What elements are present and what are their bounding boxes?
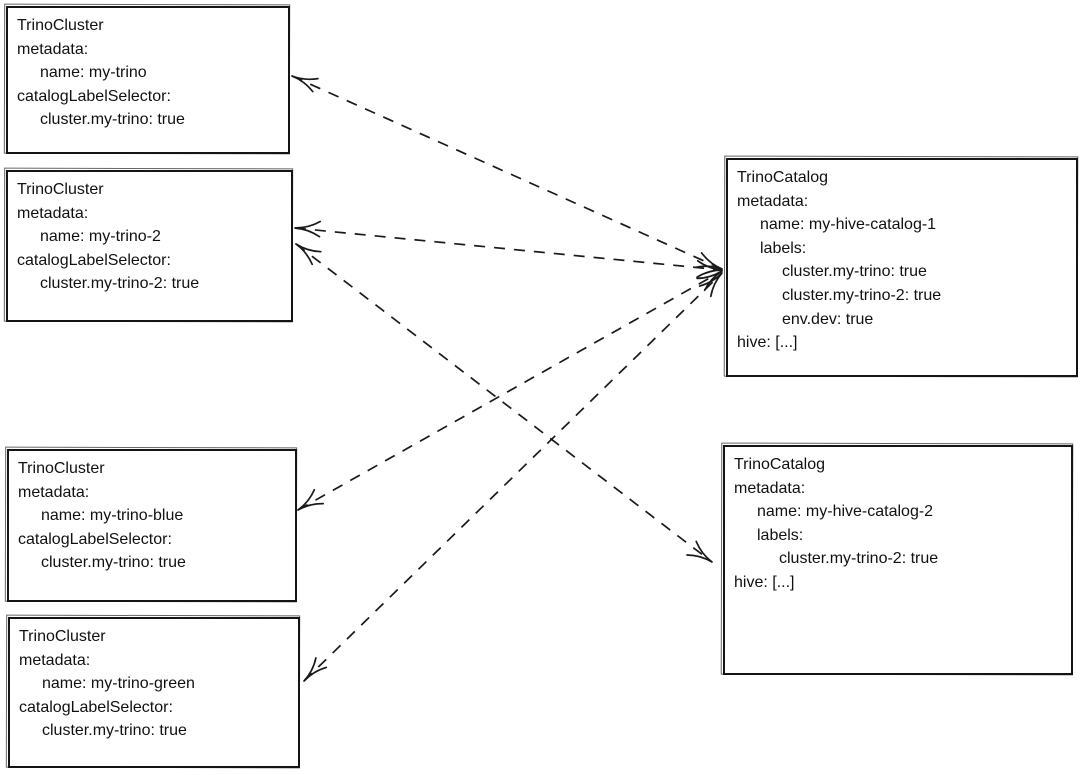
- yaml-line: cluster.my-trino: true: [42, 722, 187, 740]
- yaml-line: name: my-hive-catalog-2: [757, 503, 934, 521]
- yaml-line: catalogLabelSelector:: [19, 698, 173, 716]
- arrowhead: [297, 488, 325, 511]
- yaml-line: cluster.my-trino-2: true: [782, 286, 942, 304]
- yaml-line: metadata:: [19, 651, 91, 669]
- yaml-line: name: my-trino-green: [42, 675, 195, 693]
- yaml-line: name: my-trino-blue: [41, 507, 184, 525]
- yaml-line: labels:: [760, 239, 807, 257]
- yaml-line: cluster.my-trino: true: [40, 111, 185, 129]
- yaml-line: hive: [...]: [737, 334, 798, 352]
- yaml-line: catalogLabelSelector:: [17, 87, 171, 105]
- arrow-shaft: [294, 227, 723, 271]
- node-trino-cluster-my-trino: TrinoCluster metadata: name: my-trino ca…: [6, 6, 290, 154]
- yaml-line: cluster.my-trino: true: [782, 263, 927, 281]
- yaml-line: metadata:: [737, 192, 809, 210]
- yaml-line: metadata:: [17, 40, 89, 58]
- yaml-line: labels:: [757, 526, 804, 544]
- yaml-line: cluster.my-trino-2: true: [779, 550, 939, 568]
- arrowhead: [696, 259, 723, 279]
- edge-my-trino-blue--my-hive-catalog-1: [297, 270, 723, 511]
- yaml-line: cluster.my-trino: true: [41, 554, 186, 572]
- arrow-shaft: [295, 243, 713, 563]
- edge-my-trino-2--my-hive-catalog-1: [294, 220, 723, 279]
- node-kind-label: TrinoCluster: [19, 628, 106, 645]
- arrow-shaft: [297, 270, 723, 511]
- node-trino-catalog-my-hive-catalog-1: TrinoCatalog metadata: name: my-hive-cat…: [726, 158, 1078, 377]
- node-kind-label: TrinoCatalog: [737, 169, 829, 186]
- yaml-line: env.dev: true: [782, 310, 874, 328]
- arrowhead: [698, 272, 723, 298]
- yaml-line: cluster.my-trino-2: true: [40, 275, 200, 293]
- yaml-line: catalogLabelSelector:: [18, 530, 172, 548]
- node-trino-catalog-my-hive-catalog-2: TrinoCatalog metadata: name: my-hive-cat…: [723, 445, 1073, 675]
- yaml-line: name: my-trino: [40, 64, 147, 82]
- node-kind-label: TrinoCluster: [18, 460, 105, 477]
- yaml-line: metadata:: [18, 483, 90, 501]
- yaml-line: hive: [...]: [734, 573, 795, 591]
- node-kind-label: TrinoCatalog: [734, 456, 826, 473]
- arrowhead: [294, 220, 322, 238]
- yaml-line: name: my-trino-2: [40, 228, 161, 246]
- arrowhead: [291, 75, 319, 93]
- arrowhead: [695, 252, 723, 270]
- arrow-shaft: [291, 75, 723, 270]
- node-trino-cluster-my-trino-green: TrinoCluster metadata: name: my-trino-gr…: [8, 617, 300, 768]
- edge-my-trino--my-hive-catalog-1: [291, 75, 723, 270]
- arrowhead: [303, 657, 328, 682]
- node-kind-label: TrinoCluster: [17, 181, 104, 198]
- node-trino-cluster-my-trino-blue: TrinoCluster metadata: name: my-trino-bl…: [7, 449, 297, 602]
- node-trino-cluster-my-trino-2: TrinoCluster metadata: name: my-trino-2 …: [6, 170, 293, 322]
- arrowhead: [696, 270, 723, 292]
- edge-my-trino-2--my-hive-catalog-2: [295, 243, 713, 563]
- arrowhead: [686, 540, 713, 563]
- yaml-line: metadata:: [17, 204, 89, 222]
- arrow-shaft: [303, 272, 723, 682]
- node-kind-label: TrinoCluster: [17, 17, 104, 34]
- edge-my-trino-green--my-hive-catalog-1: [303, 272, 723, 682]
- yaml-line: name: my-hive-catalog-1: [760, 216, 937, 234]
- yaml-line: catalogLabelSelector:: [17, 251, 171, 269]
- yaml-line: metadata:: [734, 479, 806, 497]
- arrowhead: [295, 243, 322, 266]
